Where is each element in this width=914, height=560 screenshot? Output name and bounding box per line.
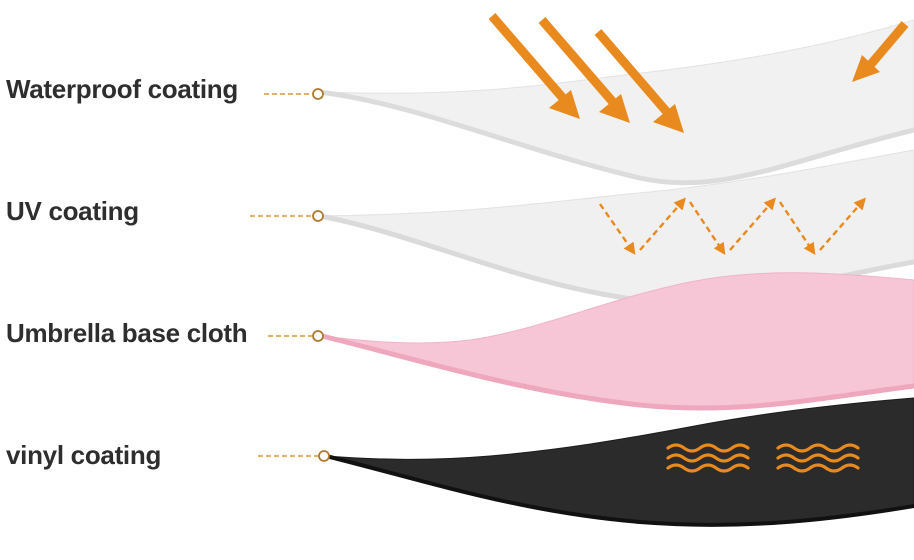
waterproof-coating-label: Waterproof coating: [6, 74, 238, 104]
umbrella-base-cloth-label: Umbrella base cloth: [6, 318, 248, 348]
vinyl-coating-label: vinyl coating: [6, 440, 162, 470]
vinyl-layer-edge: [325, 454, 914, 527]
diagonal-arrow-icon: [488, 13, 580, 119]
wave-icon: [776, 443, 860, 473]
leader-line-base-cloth: [268, 330, 324, 342]
diagonal-arrow-icon: [852, 21, 909, 82]
waterproof-layer-edge: [319, 89, 914, 186]
base-cloth-layer-edge: [321, 333, 914, 411]
diagonal-arrow-icon: [538, 17, 630, 123]
diagonal-arrow-icon: [594, 29, 684, 133]
vinyl-layer: [325, 397, 914, 526]
zigzag-arrow-icon: [599, 197, 866, 255]
uv-coating-label: UV coating: [6, 196, 139, 226]
leader-line-vinyl: [258, 450, 330, 462]
leader-line-waterproof: [264, 88, 324, 100]
wave-icon: [666, 443, 750, 473]
leader-line-uv: [250, 210, 324, 222]
